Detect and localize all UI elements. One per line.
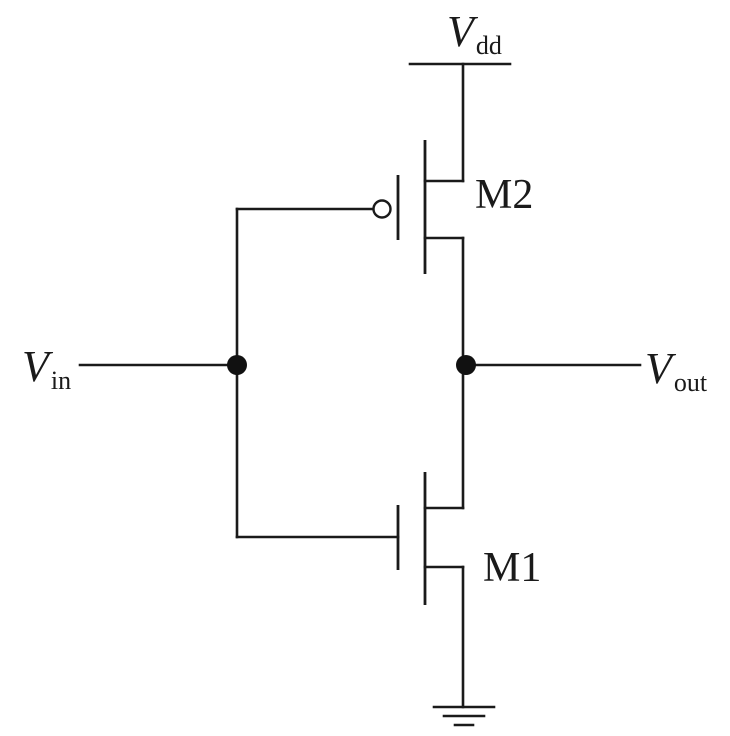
m2-pmos-transistor: [372, 140, 465, 274]
m2-label: M2: [475, 172, 533, 218]
ground-symbol-icon: [432, 705, 496, 727]
vdd-label: Vdd: [447, 7, 502, 60]
vin-label: Vin: [22, 342, 71, 395]
m1-label: M1: [483, 545, 541, 591]
m2-gate-bubble: [372, 199, 392, 219]
output-junction-dot: [456, 355, 476, 375]
input-junction-dot: [227, 355, 247, 375]
m1-nmos-transistor: [396, 472, 465, 605]
vout-label: Vout: [645, 344, 708, 397]
